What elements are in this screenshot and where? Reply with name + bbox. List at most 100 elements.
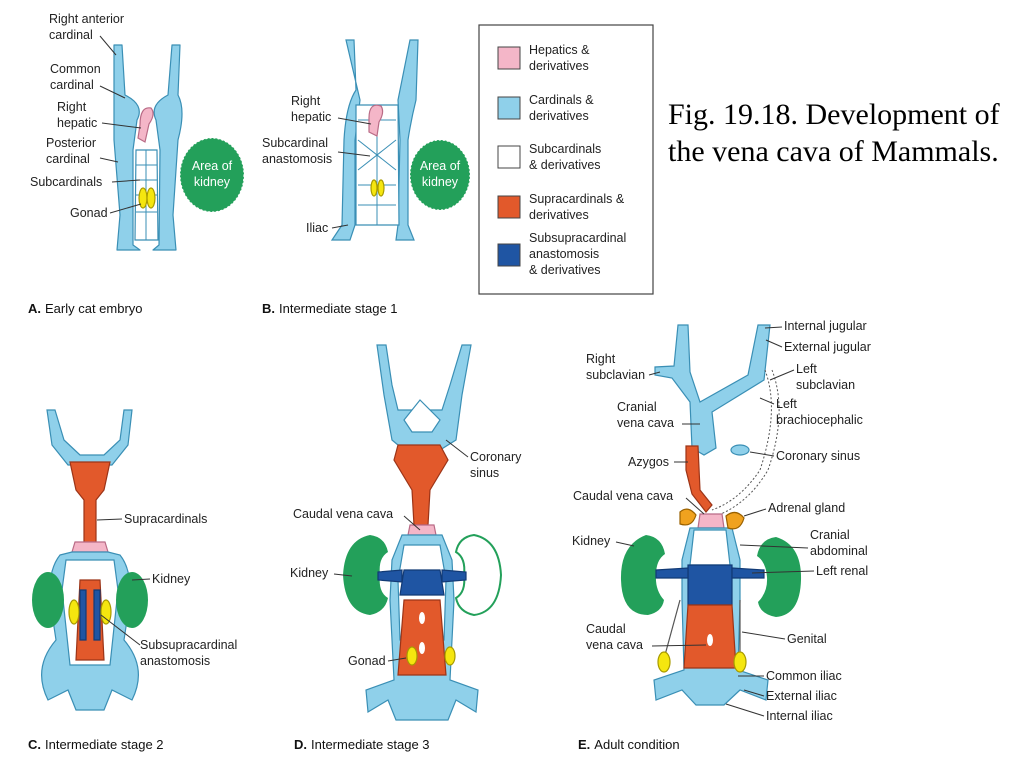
label-adrenal-gland: Adrenal gland — [768, 501, 845, 515]
label-coronary-sinus: Coronary sinus — [776, 449, 860, 463]
genital-vein — [664, 599, 681, 656]
legend-swatch-hepatics — [497, 46, 521, 70]
label-line: vena cava — [586, 638, 643, 652]
label-line: Right anterior — [49, 12, 124, 26]
cardinal-veins — [330, 39, 361, 241]
label-line: brachiocephalic — [776, 413, 863, 427]
leader-line — [99, 85, 126, 99]
figure-title: Fig. 19.18. Development of the vena cava… — [668, 98, 1000, 168]
label-line: vena cava — [617, 416, 674, 430]
legend-label-hepatics: Hepatics &derivatives — [529, 43, 590, 73]
label-internal-jugular: Internal jugular — [784, 319, 867, 333]
subsupracardinal-anastomosis — [399, 569, 445, 596]
label-caudal-vena-cava: Caudal vena cava — [573, 489, 673, 503]
subsupracardinal-segment — [687, 564, 733, 606]
legend-swatch-supracardinals — [497, 195, 521, 219]
legend-item-subcardinals: Subcardinals& derivatives — [497, 142, 601, 172]
legend-label-cardinals: Cardinals & derivatives — [529, 93, 594, 123]
label-line: hepatic — [291, 110, 331, 124]
label-supracardinals: Supracardinals — [124, 512, 207, 526]
legend-label-line: Supracardinals & — [529, 192, 625, 206]
label-cranial-vena-cava: Cranial vena cava — [617, 400, 674, 430]
kidney — [454, 533, 503, 617]
gonad — [68, 599, 80, 625]
leader-line — [759, 397, 775, 405]
label-line: cardinal — [49, 28, 93, 42]
legend-label-line: Subsupracardinal — [529, 231, 626, 245]
leader-line — [764, 326, 783, 329]
label-line: Left — [796, 362, 817, 376]
left-brachiocephalic-remnant — [711, 369, 772, 511]
label-line: cardinal — [46, 152, 90, 166]
legend-swatch-subsupracardinal — [497, 243, 521, 267]
label-line: Right — [57, 100, 87, 114]
label-line: Area of — [192, 159, 233, 173]
caption-text: Intermediate stage 3 — [311, 737, 430, 752]
leader-line — [725, 703, 765, 717]
hepatic-segment — [407, 524, 437, 536]
legend-item-hepatics: Hepatics &derivatives — [497, 43, 590, 73]
left-brachiocephalic-remnant — [715, 369, 780, 517]
leader-line — [96, 518, 123, 521]
azygos-vein — [685, 445, 713, 513]
supracardinal-vein — [393, 444, 449, 526]
caption-d: D.Intermediate stage 3 — [294, 737, 430, 752]
adrenal-gland — [725, 511, 745, 530]
label-line: Cranial — [617, 400, 657, 414]
subsupracardinal-segment — [79, 589, 87, 641]
leader-line — [751, 570, 815, 574]
label-external-iliac: External iliac — [766, 689, 837, 703]
gonad — [444, 646, 456, 666]
leader-line — [337, 117, 372, 125]
hepatic-segment — [71, 541, 109, 553]
cardinal-loop — [403, 399, 441, 433]
gonad — [100, 599, 112, 625]
renal-vein — [655, 567, 689, 579]
kidney — [757, 537, 802, 617]
legend-label-supracardinals: Supracardinals & derivatives — [529, 192, 625, 222]
kidney — [32, 572, 64, 628]
hepatic-segment — [697, 513, 725, 529]
legend-label-line: Cardinals & — [529, 93, 594, 107]
label-line: abdominal — [810, 544, 868, 558]
legend-swatch-subcardinals — [497, 145, 521, 169]
label-right-hepatic: Right hepatic — [57, 100, 97, 130]
caudal-vena-cava-hole — [707, 634, 713, 646]
caudal-vena-cava-hole — [419, 642, 425, 654]
legend-label-line: derivatives — [529, 109, 589, 123]
leader-line — [100, 614, 141, 646]
adrenal-gland — [679, 508, 697, 526]
supracardinal-vein — [69, 461, 111, 546]
renal-vein — [731, 567, 765, 579]
label-common-iliac: Common iliac — [766, 669, 842, 683]
label-subcardinals: Subcardinals — [30, 175, 102, 189]
label-line: Coronary — [470, 450, 522, 464]
label-line: Right — [586, 352, 616, 366]
leader-line — [769, 369, 795, 381]
subcardinal-region — [689, 529, 731, 566]
label-line: Right — [291, 94, 321, 108]
leader-line — [109, 203, 142, 214]
caption-text: Early cat embryo — [45, 301, 143, 316]
label-line: cardinal — [50, 78, 94, 92]
cardinal-veins — [395, 39, 419, 241]
leader-line — [337, 151, 371, 157]
caption-letter: A. — [28, 301, 41, 316]
kidney — [116, 572, 148, 628]
label-left-renal: Left renal — [816, 564, 868, 578]
label-genital: Genital — [787, 632, 827, 646]
cardinal-veins — [46, 409, 133, 466]
label-line: hepatic — [57, 116, 97, 130]
area-of-kidney — [409, 139, 471, 211]
leader-line — [685, 497, 705, 515]
legend-label-line: derivatives — [529, 208, 589, 222]
